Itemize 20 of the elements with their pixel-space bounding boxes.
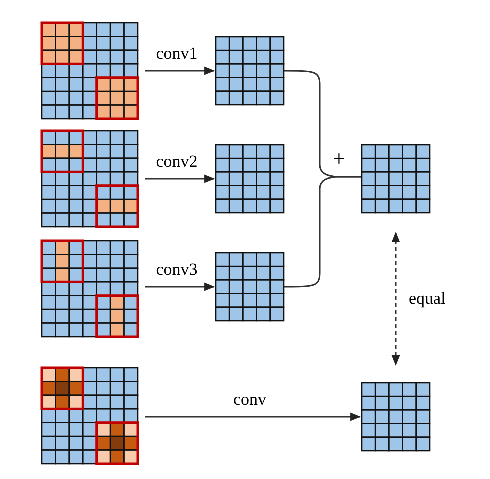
arrow bbox=[392, 232, 400, 366]
feature-map-grid bbox=[362, 145, 430, 213]
arrow bbox=[145, 282, 216, 292]
arrow bbox=[145, 66, 216, 76]
brace-line bbox=[284, 176, 362, 288]
feature-map-grid bbox=[362, 383, 430, 451]
edge-label: conv1 bbox=[155, 45, 199, 62]
feature-map-grid bbox=[216, 253, 284, 321]
edge-label: conv3 bbox=[155, 261, 199, 278]
input-grid bbox=[42, 368, 138, 464]
plus-sign: + bbox=[333, 148, 346, 170]
input-grid bbox=[42, 131, 138, 227]
feature-map-grid bbox=[216, 145, 284, 213]
edge-label: equal bbox=[408, 290, 447, 307]
arrow bbox=[145, 412, 362, 422]
feature-map-grid bbox=[216, 37, 284, 105]
input-grid bbox=[42, 23, 138, 119]
edge-label: conv2 bbox=[155, 153, 199, 170]
input-grid bbox=[42, 241, 138, 337]
arrow bbox=[145, 174, 216, 184]
